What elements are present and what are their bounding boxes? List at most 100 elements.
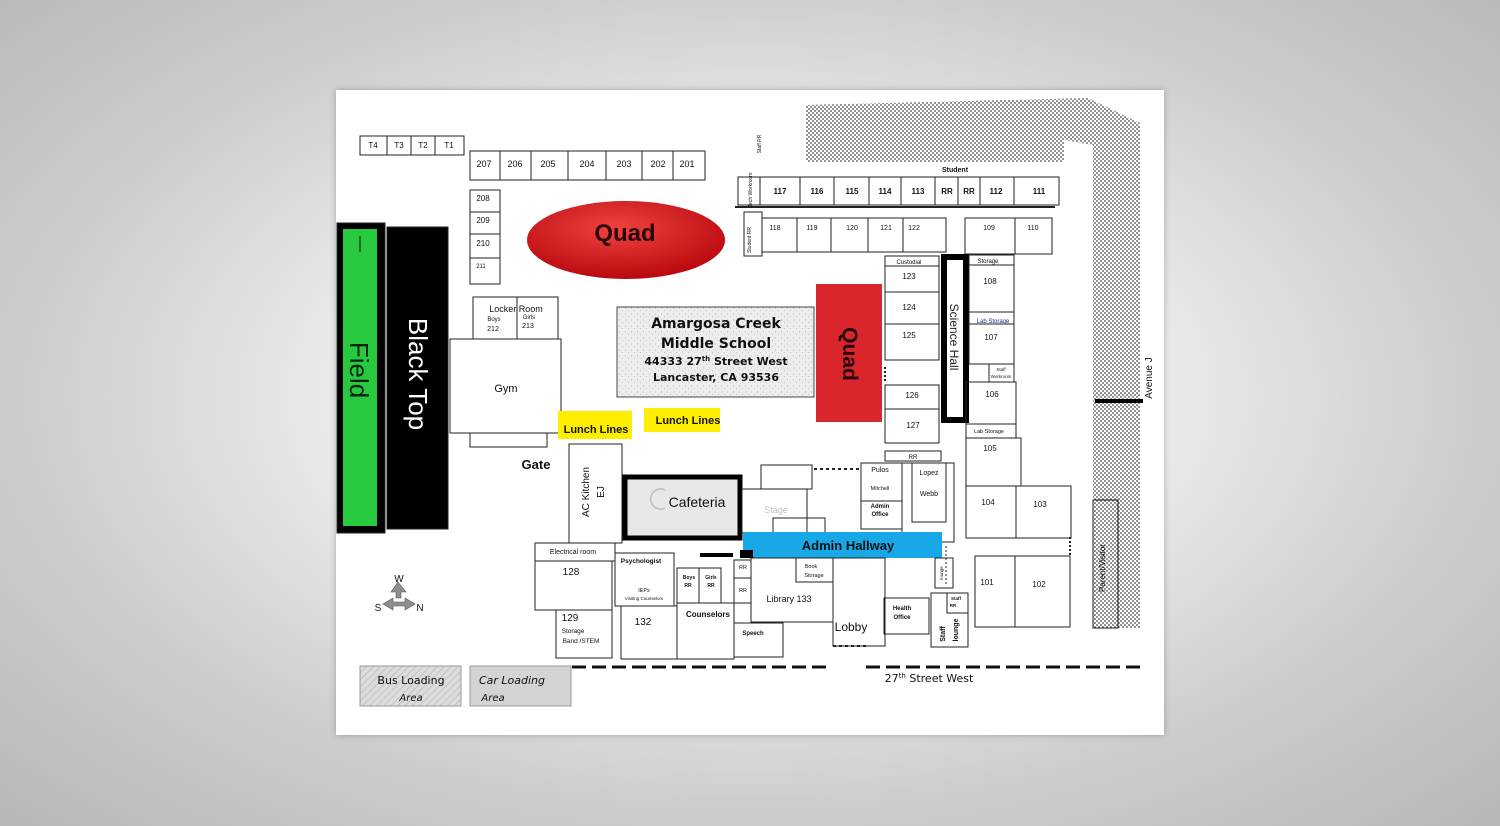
room-103 <box>1015 485 1072 539</box>
locker-213-label: 213 <box>522 323 534 330</box>
room-120-label: 120 <box>846 225 858 232</box>
admin-hallway <box>743 532 942 558</box>
lobby-label: Lobby <box>835 620 868 634</box>
bus-loading-label-2: Area <box>398 693 422 704</box>
room-117-label: 117 <box>774 187 787 196</box>
parent-visitor-lot <box>1092 499 1119 629</box>
room-201-label: 201 <box>679 159 694 169</box>
student-rr-vertical-label: Student RR <box>747 227 753 253</box>
staff-workroom-label-2: Workroom <box>991 374 1012 379</box>
small-lounge-label: lounge <box>939 566 944 580</box>
car-loading-label-1: Car Loading <box>479 674 545 687</box>
room-132-label: 132 <box>635 617 652 628</box>
room-127 <box>884 408 940 444</box>
room-t4-label: T4 <box>368 141 378 150</box>
lunch-lines-1-label: Lunch Lines <box>564 424 629 436</box>
admin-office-label-2: Office <box>871 512 889 518</box>
staff-rr-vertical-label: Staff RR <box>757 134 763 153</box>
room-109-label: 109 <box>983 225 995 232</box>
staff-rr-label-2: RR <box>950 603 957 608</box>
gate-label: Gate <box>522 457 551 472</box>
staff-rr-label-1: Staff <box>951 596 962 601</box>
locker-212-label: 212 <box>487 326 499 333</box>
room-211 <box>469 257 501 285</box>
room-109 <box>964 217 1016 255</box>
room-126-label: 126 <box>905 391 919 400</box>
lunch-lines-1-highlight <box>558 411 632 439</box>
room-127-label: 127 <box>906 421 920 430</box>
room-101 <box>974 555 1016 628</box>
pulos-label: Pulos <box>871 467 889 474</box>
girls-restroom-rr-label: RR <box>707 583 715 589</box>
restroom-small-2-label: RR <box>739 588 747 594</box>
staff-lounge-label-2: lounge <box>953 618 960 641</box>
lopez-label: Lopez <box>919 470 939 477</box>
room-123-label: 123 <box>902 272 916 281</box>
room-104 <box>965 485 1017 539</box>
compass-w-label: W <box>394 574 404 585</box>
room-205-label: 205 <box>540 159 555 169</box>
ac-kitchen-label: AC Kitchen <box>581 467 592 517</box>
27th-street-label: 27th Street West <box>885 672 974 685</box>
room-206-label: 206 <box>507 159 522 169</box>
student-label: Student <box>942 167 969 174</box>
compass-arrows-icon <box>382 581 416 611</box>
room-211-label: 211 <box>476 264 486 270</box>
room-116-label: 116 <box>811 187 824 196</box>
room-101-label: 101 <box>980 578 994 587</box>
room-121-label: 121 <box>880 225 892 232</box>
restroom-top-2-label: RR <box>963 187 975 196</box>
tech-workroom-label: Tech Workroom <box>748 173 754 208</box>
library-label: Library 133 <box>766 594 811 604</box>
field-label: Field <box>344 342 374 398</box>
room-129-label: 129 <box>562 613 579 624</box>
room-122-label: 122 <box>908 225 920 232</box>
room-202-label: 202 <box>650 159 665 169</box>
electrical-room-label: Electrical room <box>550 549 596 556</box>
room-108-label: 108 <box>983 277 997 286</box>
quad-oval <box>527 201 725 279</box>
room-102 <box>1014 555 1071 628</box>
room-106 <box>965 381 1017 425</box>
school-name-line2: Middle School <box>661 336 771 352</box>
stage-label: Stage <box>764 505 788 515</box>
visiting-counselors-label: Visiting Counselors <box>625 596 664 601</box>
campus-map-drawing: T4 T3 T2 T1 207 206 205 204 203 202 201 … <box>336 98 1155 707</box>
room-201 <box>672 150 706 181</box>
car-loading-label-2: Area <box>480 693 504 704</box>
room-120 <box>830 217 869 253</box>
room-110 <box>1014 217 1053 255</box>
room-129 <box>555 609 613 659</box>
parking-lot-area <box>806 98 1140 628</box>
room-t1-label: T1 <box>444 141 454 150</box>
storage-top-label: Storage <box>977 259 999 265</box>
room-128-label: 128 <box>563 567 580 578</box>
room-208-label: 208 <box>476 194 490 203</box>
boys-restroom-label: Boys <box>683 575 695 581</box>
room-103-label: 103 <box>1033 500 1047 509</box>
girls-restroom-label: Girls <box>705 575 717 581</box>
room-207-label: 207 <box>476 159 491 169</box>
school-name-line1: Amargosa Creek <box>651 316 781 332</box>
room-125 <box>884 323 940 361</box>
room-115-label: 115 <box>846 187 859 196</box>
room-105-label: 105 <box>983 444 997 453</box>
room-209-label: 209 <box>476 216 490 225</box>
gym-label: Gym <box>494 383 517 395</box>
restroom-small-1-label: RR <box>739 565 747 571</box>
room-102-label: 102 <box>1032 580 1046 589</box>
room-111 <box>1013 176 1060 206</box>
book-storage-label-2: Storage <box>804 573 823 579</box>
avenue-j-label: Avenue J <box>1144 357 1155 399</box>
counselors-label: Counselors <box>686 610 731 619</box>
compass-n-label: N <box>416 603 423 614</box>
restroom-top-1-label: RR <box>941 187 953 196</box>
lunch-lines-2-highlight <box>644 408 720 432</box>
bus-loading-label-1: Bus Loading <box>377 674 444 687</box>
quad-rect-label: Quad <box>838 327 861 381</box>
car-loading-area <box>469 665 572 707</box>
bus-loading-area <box>359 665 462 707</box>
boys-restroom-rr-label: RR <box>684 583 692 589</box>
room-118 <box>761 217 798 253</box>
quad-rect <box>816 284 882 422</box>
